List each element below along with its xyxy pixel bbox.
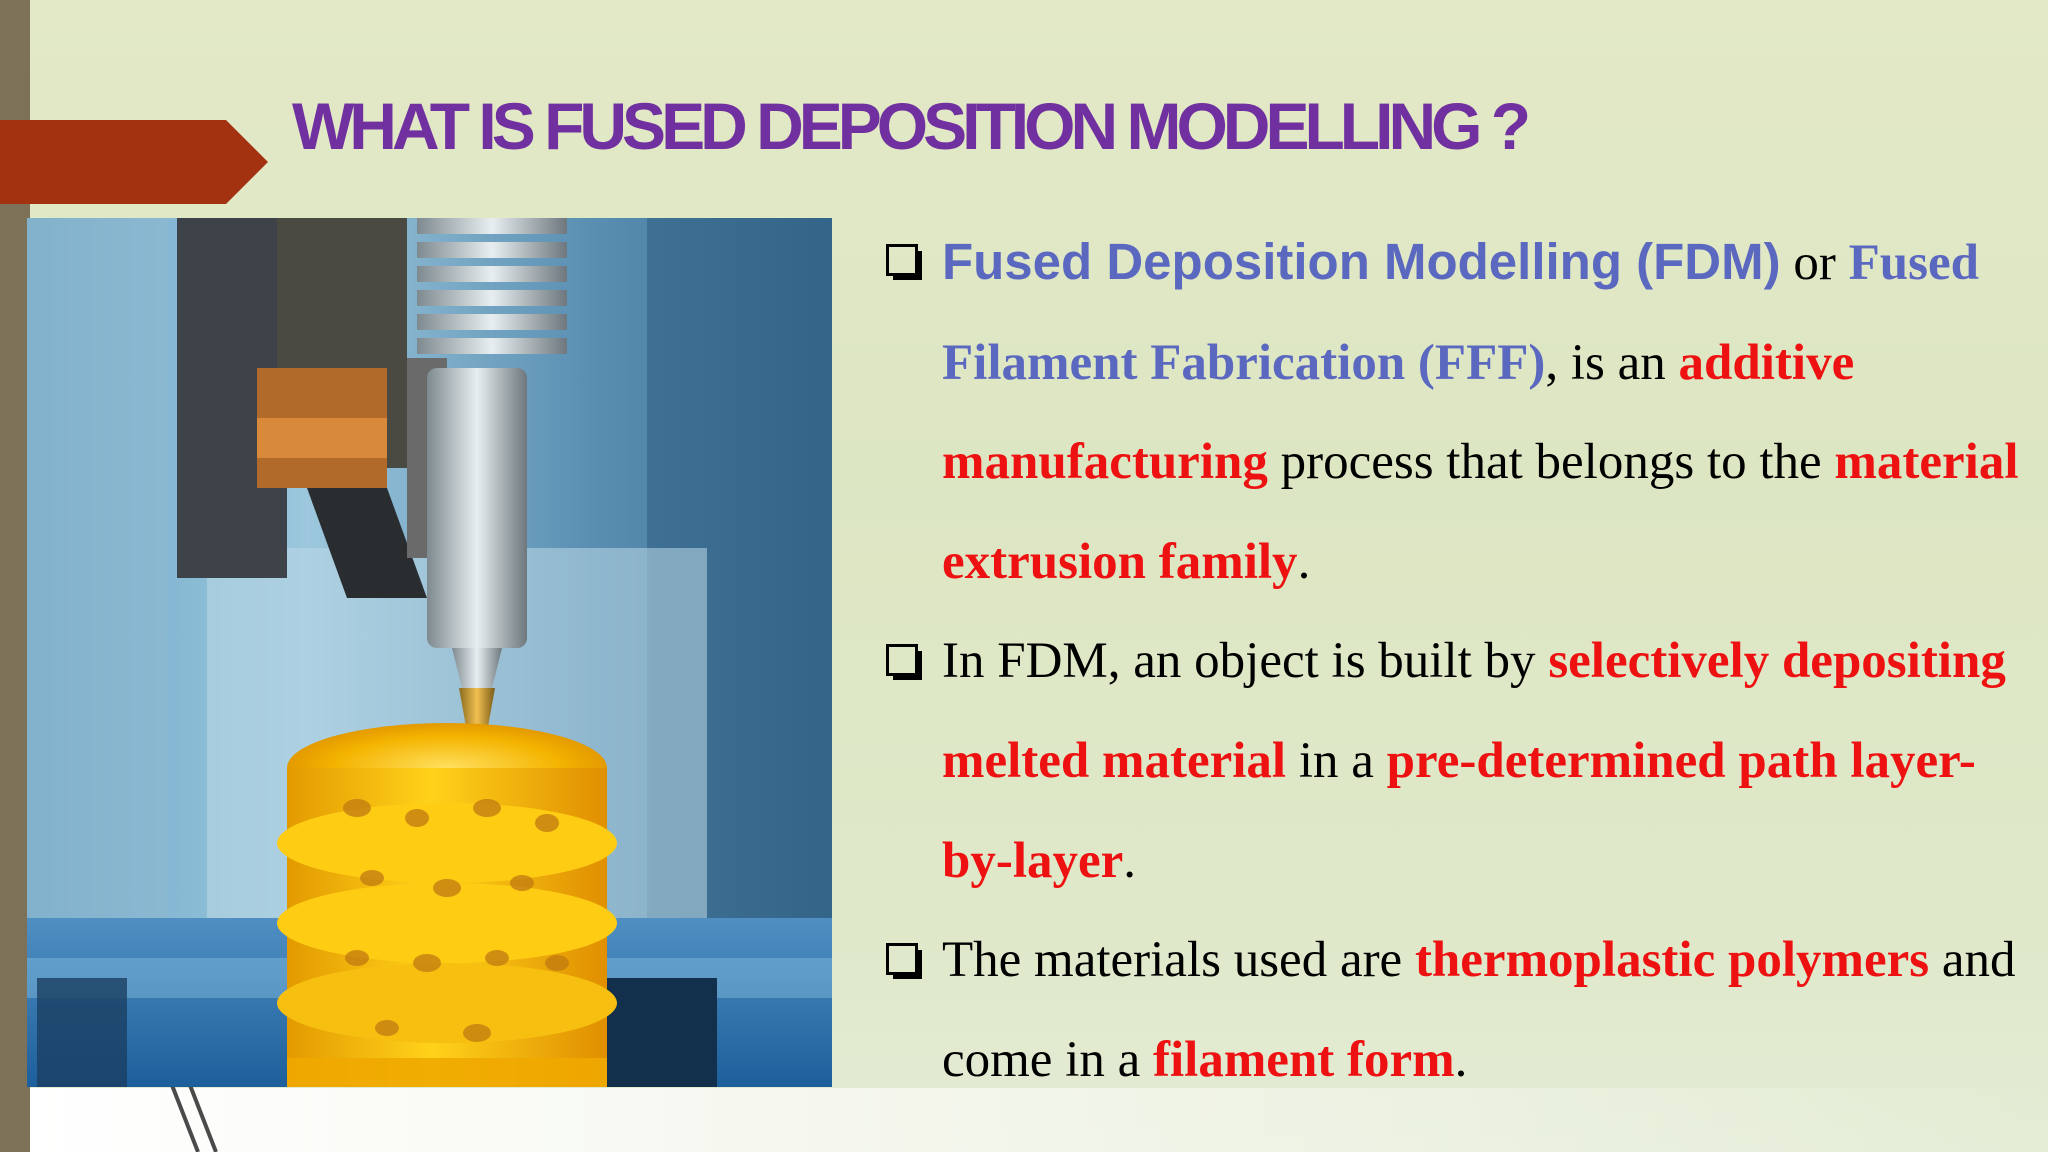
fdm-printer-nozzle-icon (27, 218, 832, 1087)
text-run: The materials used are (942, 932, 1415, 989)
highlight-thermoplastic-polymers: thermoplastic polymers (1414, 932, 1930, 989)
text-run: . (1454, 1031, 1468, 1088)
text-run: . (1123, 832, 1137, 889)
checkbox-bullet-icon (886, 644, 922, 681)
checkbox-bullet-icon (886, 943, 922, 980)
highlight-fdm: Fused Deposition Modelling (FDM) (942, 233, 1781, 290)
checkbox-bullet-icon (886, 244, 922, 280)
text-run: and come in a (942, 932, 2016, 1088)
highlight-additive-manufacturing: additive manufacturing (942, 334, 1855, 491)
text-run: . (1297, 533, 1311, 590)
text-run: or (1780, 235, 1849, 291)
slide-title: WHAT IS FUSED DEPOSITION MODELLING ? (292, 89, 1531, 163)
text-run: , is an (1545, 334, 1679, 391)
bullet-item: In FDM, an object is built by selectivel… (884, 612, 2034, 911)
highlight-fff: Fused Filament Fabrication (FFF) (942, 235, 1979, 391)
highlight-material-extrusion: material extrusion family (942, 434, 2019, 590)
heatsink-fins (417, 218, 567, 354)
decorative-lines (168, 1080, 218, 1152)
highlight-predetermined-path: pre-determined path layer-by-layer (942, 732, 1976, 889)
highlight-selectively-depositing: selectively depositing melted material (942, 633, 2006, 789)
bullet-item: The materials used are thermoplastic pol… (884, 911, 2034, 1110)
title-arrow-shape (0, 120, 268, 204)
text-run: process that belongs to the (1267, 434, 1835, 491)
bullet-list: Fused Deposition Modelling (FDM) or Fuse… (884, 212, 2034, 1110)
bullet-item: Fused Deposition Modelling (FDM) or Fuse… (884, 212, 2034, 612)
fdm-printer-photo (27, 218, 832, 1087)
bottom-fade (30, 1088, 2048, 1152)
highlight-filament-form: filament form (1153, 1031, 1455, 1088)
text-run: in a (1286, 732, 1387, 789)
text-run: In FDM, an object is built by (942, 633, 1549, 690)
